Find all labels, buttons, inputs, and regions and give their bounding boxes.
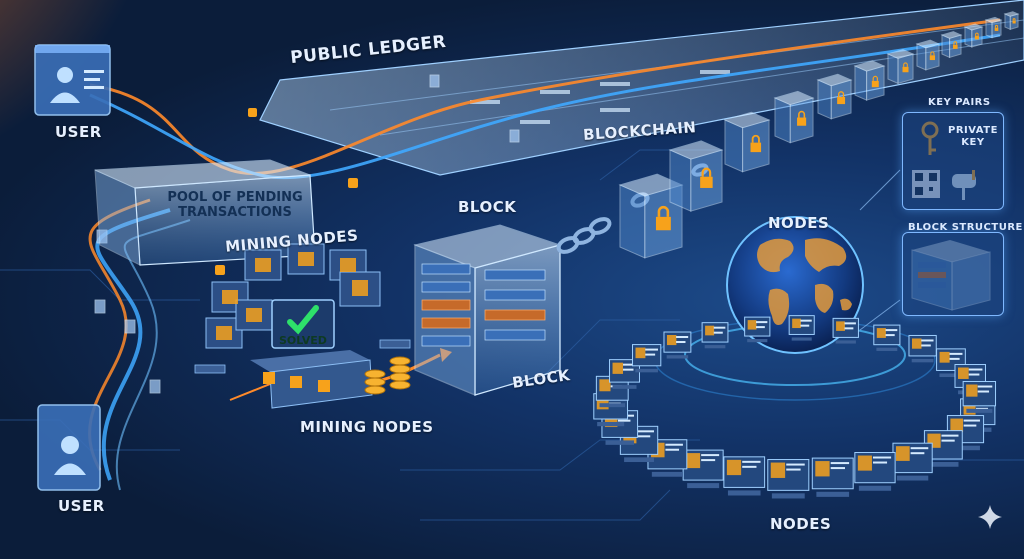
monitor-icon bbox=[946, 415, 985, 451]
private-key-line1: PRIVATE bbox=[948, 125, 998, 136]
blockchain-block bbox=[886, 49, 915, 85]
block-structure-panel bbox=[902, 232, 1004, 316]
lock-icon bbox=[902, 62, 909, 73]
monitor-icon bbox=[832, 317, 859, 344]
monitor-icon bbox=[892, 442, 933, 481]
nodes-top-label: NODES bbox=[768, 214, 830, 232]
private-key-line2: KEY bbox=[961, 137, 985, 148]
sparkle-icon bbox=[978, 505, 1002, 529]
document-icons bbox=[94, 74, 520, 394]
key-pairs-panel bbox=[902, 112, 1004, 210]
monitor-icon bbox=[908, 334, 937, 363]
user-card-top bbox=[34, 44, 111, 116]
mining-nodes-bottom-label: MINING NODES bbox=[300, 418, 434, 436]
blockchain-block bbox=[816, 73, 853, 120]
block-structure-title: BLOCK STRUCTURE bbox=[908, 222, 1023, 233]
monitor-icon bbox=[767, 459, 810, 499]
monitor-icon bbox=[609, 359, 640, 389]
monitor-icon bbox=[854, 452, 896, 491]
coin-stacks bbox=[364, 356, 411, 395]
monitor-icon bbox=[811, 457, 854, 497]
lock-icon bbox=[994, 24, 999, 31]
lock-icon bbox=[750, 134, 762, 153]
blockchain-block bbox=[940, 31, 963, 59]
monitor-icon bbox=[744, 316, 771, 343]
panel-connectors bbox=[859, 169, 901, 331]
block-records bbox=[421, 263, 546, 347]
blockchain-block bbox=[773, 90, 815, 144]
mining-nodes-cluster bbox=[194, 243, 411, 409]
lock-icon bbox=[797, 110, 807, 126]
monitor-icon bbox=[723, 456, 766, 496]
lock-icon bbox=[929, 51, 936, 61]
lock-icon bbox=[655, 205, 671, 231]
monitor-icon bbox=[682, 449, 724, 489]
user-top-label: USER bbox=[55, 123, 102, 141]
checkmark-icon bbox=[287, 305, 319, 335]
private-key-label: PRIVATE KEY bbox=[948, 125, 998, 149]
block-cube bbox=[413, 224, 562, 396]
monitor-icon bbox=[663, 331, 692, 359]
lock-icon bbox=[700, 167, 713, 188]
blockchain-cubes bbox=[618, 11, 1020, 259]
blockchain-block bbox=[853, 60, 886, 101]
user-bottom-label: USER bbox=[58, 497, 105, 515]
key-pairs-title: KEY PAIRS bbox=[928, 97, 991, 108]
pool-label-line2: TRANSACTIONS bbox=[178, 205, 292, 220]
user-icon bbox=[54, 436, 86, 475]
monitor-icon bbox=[788, 315, 815, 341]
blockchain-block bbox=[963, 23, 984, 48]
monitor-icon bbox=[632, 344, 662, 373]
nodes-bottom-label: NODES bbox=[770, 515, 832, 533]
solved-label: SOLVED bbox=[279, 334, 327, 347]
nodes-ring bbox=[593, 315, 997, 499]
blockchain-block bbox=[984, 16, 1003, 39]
user-icon bbox=[50, 67, 80, 103]
lock-icon bbox=[837, 91, 846, 105]
pool-label: POOL OF PENDING TRANSACTIONS bbox=[160, 190, 310, 220]
monitor-icon bbox=[962, 381, 997, 413]
user-card-bottom bbox=[37, 404, 101, 491]
monitor-icon bbox=[701, 322, 729, 349]
blockchain-block bbox=[723, 111, 771, 173]
lock-icon bbox=[953, 41, 958, 49]
blockchain-block bbox=[915, 39, 941, 71]
monitor-icon bbox=[873, 324, 901, 351]
pool-box bbox=[94, 159, 316, 266]
lock-icon bbox=[1012, 18, 1016, 24]
lock-icon bbox=[974, 32, 979, 40]
globe-icon bbox=[654, 216, 936, 401]
pool-label-line1: POOL OF PENDING bbox=[167, 190, 303, 205]
blockchain-block bbox=[1003, 11, 1020, 31]
bitcoin-icon bbox=[215, 108, 358, 275]
lock-icon bbox=[871, 75, 879, 88]
block-top-label: BLOCK bbox=[458, 198, 517, 216]
blockchain-block bbox=[668, 140, 724, 212]
